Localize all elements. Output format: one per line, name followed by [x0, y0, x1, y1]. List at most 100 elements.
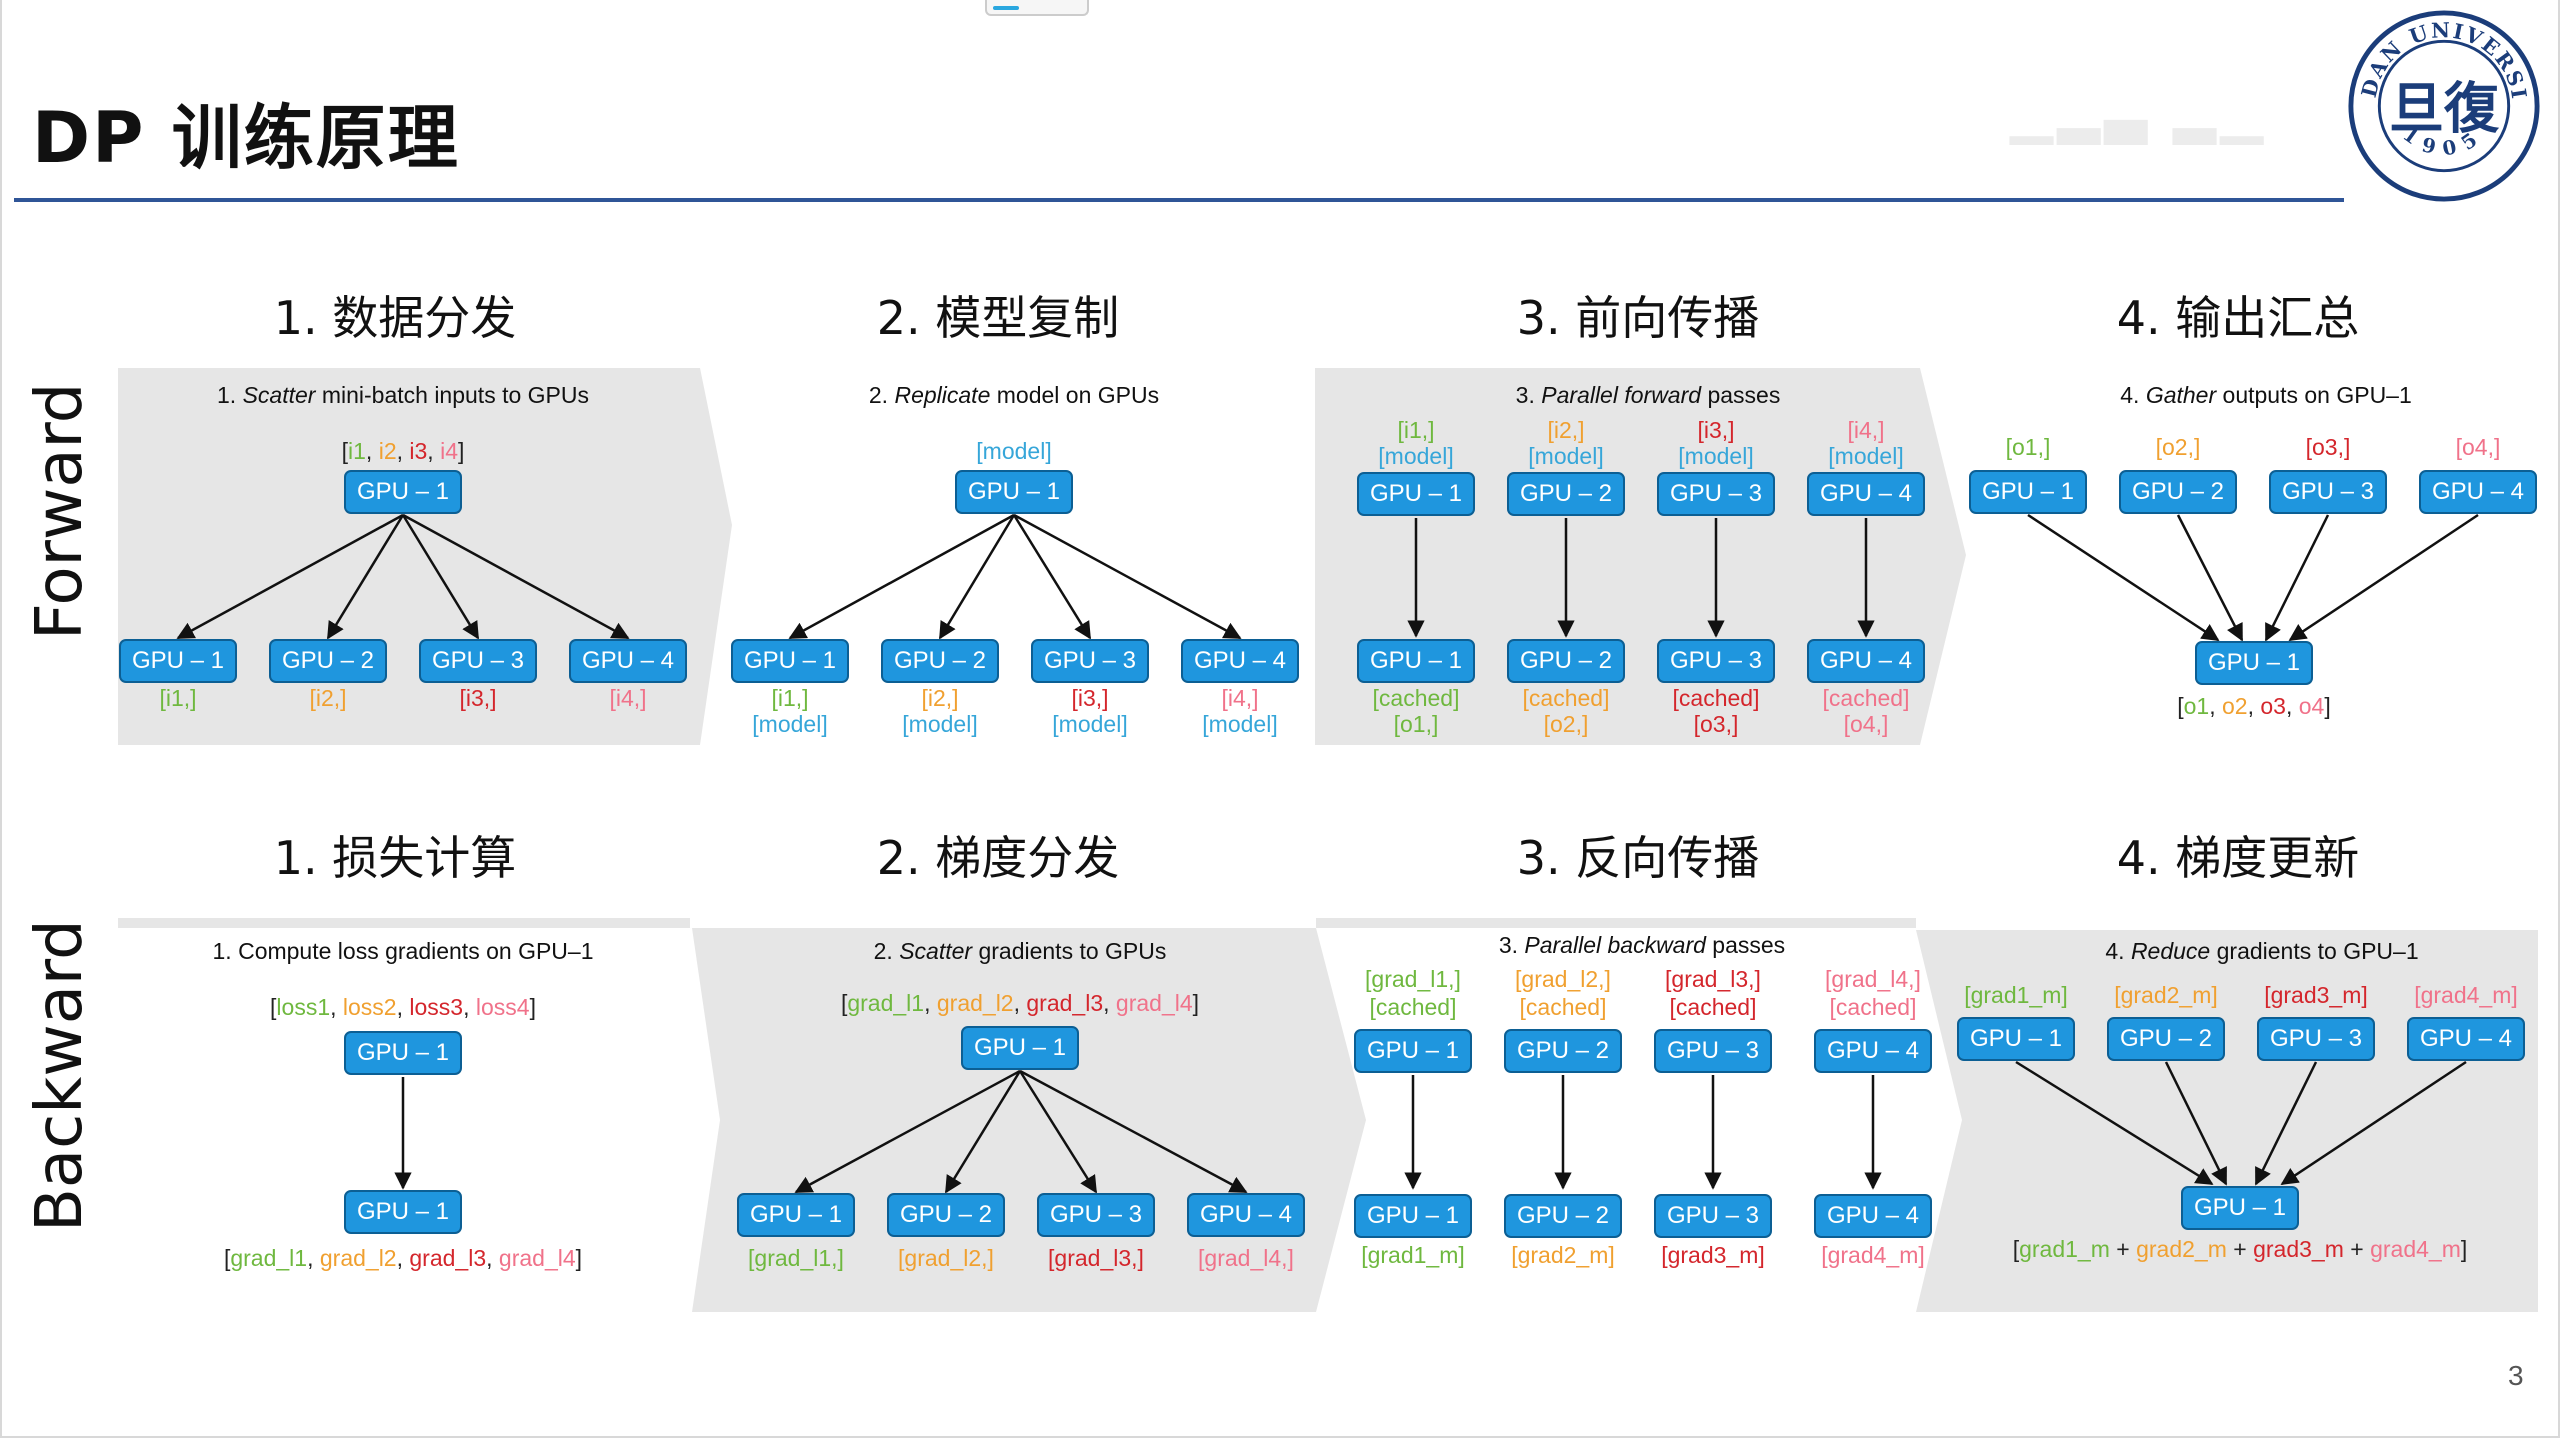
- label-f1-input-3: [i3,]: [459, 685, 497, 711]
- gpu-f2-source: GPU – 1: [955, 470, 1073, 514]
- label-f3-cached-1: [cached]: [1372, 685, 1460, 711]
- label-part-sep: ]: [2460, 1236, 2468, 1262]
- label-f3-output-4: [o4,]: [1843, 711, 1889, 737]
- gpu-f4-source-2: GPU – 2: [2119, 470, 2237, 514]
- gpu-f1-target-3: GPU – 3: [419, 639, 537, 683]
- gpu-b4-source-2: GPU – 2: [2107, 1017, 2225, 1061]
- label-f3-input-2: [i2,]: [1547, 417, 1585, 443]
- label-b3-out-3: [grad3_m]: [1661, 1242, 1765, 1268]
- scroll-thumb[interactable]: [993, 6, 1019, 10]
- caption-number: 2.: [868, 382, 895, 408]
- label-f2-input-4: [i4,]: [1221, 685, 1259, 711]
- gpu-b2-source: GPU – 1: [961, 1026, 1079, 1070]
- label-part-value: grad_l4: [1115, 990, 1193, 1016]
- caption-backward-1: 1. Compute loss gradients on GPU–1: [213, 938, 594, 965]
- gpu-b4-source-1: GPU – 1: [1957, 1017, 2075, 1061]
- label-part-value: loss4: [475, 994, 530, 1020]
- caption-emphasis: Reduce: [2130, 938, 2211, 964]
- label-part-sep: [: [840, 990, 848, 1016]
- caption-emphasis: Parallel backward: [1524, 932, 1706, 958]
- label-part-sep: ,: [2247, 693, 2261, 719]
- label-part-sep: ]: [575, 1245, 583, 1271]
- panel-forward-3: [1315, 368, 1966, 745]
- gpu-b3-top-3: GPU – 3: [1654, 1029, 1772, 1073]
- label-part-sep: ,: [396, 1245, 410, 1271]
- label-f1-input-4: [i4,]: [609, 685, 647, 711]
- label-part-value: grad1_m: [2019, 1236, 2110, 1262]
- label-part-sep: ]: [457, 438, 465, 464]
- label-b2-grad-4: [grad_l4,]: [1198, 1245, 1294, 1271]
- label-f3-output-1: [o1,]: [1393, 711, 1439, 737]
- label-b3-grad-2: [grad_l2,]: [1515, 966, 1611, 992]
- caption-text: gradients to GPUs: [972, 938, 1167, 964]
- label-f2-model: [model]: [976, 438, 1052, 464]
- gpu-f2-target-1: GPU – 1: [731, 639, 849, 683]
- label-f3-input-3: [i3,]: [1697, 417, 1735, 443]
- caption-number: 4.: [2105, 938, 2131, 964]
- logo-glyph: 旦復: [2389, 77, 2500, 141]
- label-part-sep: ]: [1192, 990, 1200, 1016]
- gpu-b3-top-4: GPU – 4: [1814, 1029, 1932, 1073]
- caption-text: gradients to GPU–1: [2210, 938, 2419, 964]
- label-f4-output-3: [o3,]: [2305, 434, 2351, 460]
- scroll-indicator[interactable]: [985, 0, 1089, 16]
- gpu-f3-top-4: GPU – 4: [1807, 472, 1925, 516]
- label-b4-grad-4: [grad4_m]: [2414, 982, 2518, 1008]
- page-number: 3: [2508, 1360, 2524, 1391]
- gpu-f4-source-4: GPU – 4: [2419, 470, 2537, 514]
- label-part-sep: ,: [427, 438, 441, 464]
- gpu-f3-bottom-2: GPU – 2: [1507, 639, 1625, 683]
- caption-emphasis: Gather: [2145, 382, 2217, 408]
- gpu-f4-source-3: GPU – 3: [2269, 470, 2387, 514]
- caption-text: model on GPUs: [990, 382, 1160, 408]
- label-f2-input-3: [i3,]: [1071, 685, 1109, 711]
- caption-number: 3.: [1515, 382, 1542, 408]
- label-part-sep: ,: [486, 1245, 499, 1271]
- label-b4-sum: [grad1_m + grad2_m + grad3_m + grad4_m]: [2013, 1236, 2468, 1263]
- gpu-f2-target-4: GPU – 4: [1181, 639, 1299, 683]
- label-part-sep: ,: [1013, 990, 1027, 1016]
- gpu-b2-target-4: GPU – 4: [1187, 1193, 1305, 1237]
- label-part-value: grad_l3: [409, 1245, 487, 1271]
- stage-heading-backward-2: 2. 梯度分发: [876, 831, 1120, 885]
- caption-number: 1.: [212, 938, 239, 964]
- caption-number: 3.: [1498, 932, 1525, 958]
- label-f1-inputs: [i1, i2, i3, i4]: [342, 438, 465, 465]
- label-f2-model-4: [model]: [1202, 711, 1278, 737]
- caption-emphasis: Parallel forward: [1541, 382, 1702, 408]
- label-part-value: grad2_m: [2136, 1236, 2227, 1262]
- label-part-value: loss3: [409, 994, 464, 1020]
- caption-text: outputs on GPU–1: [2216, 382, 2412, 408]
- label-f2-model-2: [model]: [902, 711, 978, 737]
- caption-emphasis: Scatter: [242, 382, 316, 408]
- caption-emphasis: Scatter: [899, 938, 973, 964]
- stage-heading-backward-3: 3. 反向传播: [1516, 831, 1760, 885]
- label-part-value: grad_l1: [847, 990, 925, 1016]
- label-f4-output-4: [o4,]: [2455, 434, 2501, 460]
- label-f4-gathered: [o1, o2, o3, o4]: [2177, 693, 2331, 720]
- label-f1-input-2: [i2,]: [309, 685, 347, 711]
- label-part-value: o1: [2183, 693, 2210, 719]
- stage-heading-forward-1: 1. 数据分发: [273, 291, 517, 345]
- caption-number: 1.: [216, 382, 243, 408]
- label-part-sep: [: [341, 438, 349, 464]
- row-label-backward: Backward: [23, 919, 97, 1232]
- panel-backward-3-top: [1316, 918, 1916, 928]
- label-part-value: grad4_m: [2370, 1236, 2461, 1262]
- caption-forward-1: 1. Scatter mini-batch inputs to GPUs: [217, 382, 589, 409]
- label-part-value: loss2: [342, 994, 397, 1020]
- label-part-value: o4: [2298, 693, 2325, 719]
- caption-backward-4: 4. Reduce gradients to GPU–1: [2105, 938, 2418, 965]
- gpu-f1-target-1: GPU – 1: [119, 639, 237, 683]
- gpu-b1-top: GPU – 1: [344, 1031, 462, 1075]
- label-f3-model-3: [model]: [1678, 443, 1754, 469]
- label-b1-losses: [loss1, loss2, loss3, loss4]: [270, 994, 536, 1021]
- label-part-sep: [: [223, 1245, 231, 1271]
- label-f2-model-3: [model]: [1052, 711, 1128, 737]
- label-f4-output-1: [o1,]: [2005, 434, 2051, 460]
- label-part-sep: ,: [1103, 990, 1116, 1016]
- gpu-f2-target-3: GPU – 3: [1031, 639, 1149, 683]
- label-part-sep: [: [2012, 1236, 2020, 1262]
